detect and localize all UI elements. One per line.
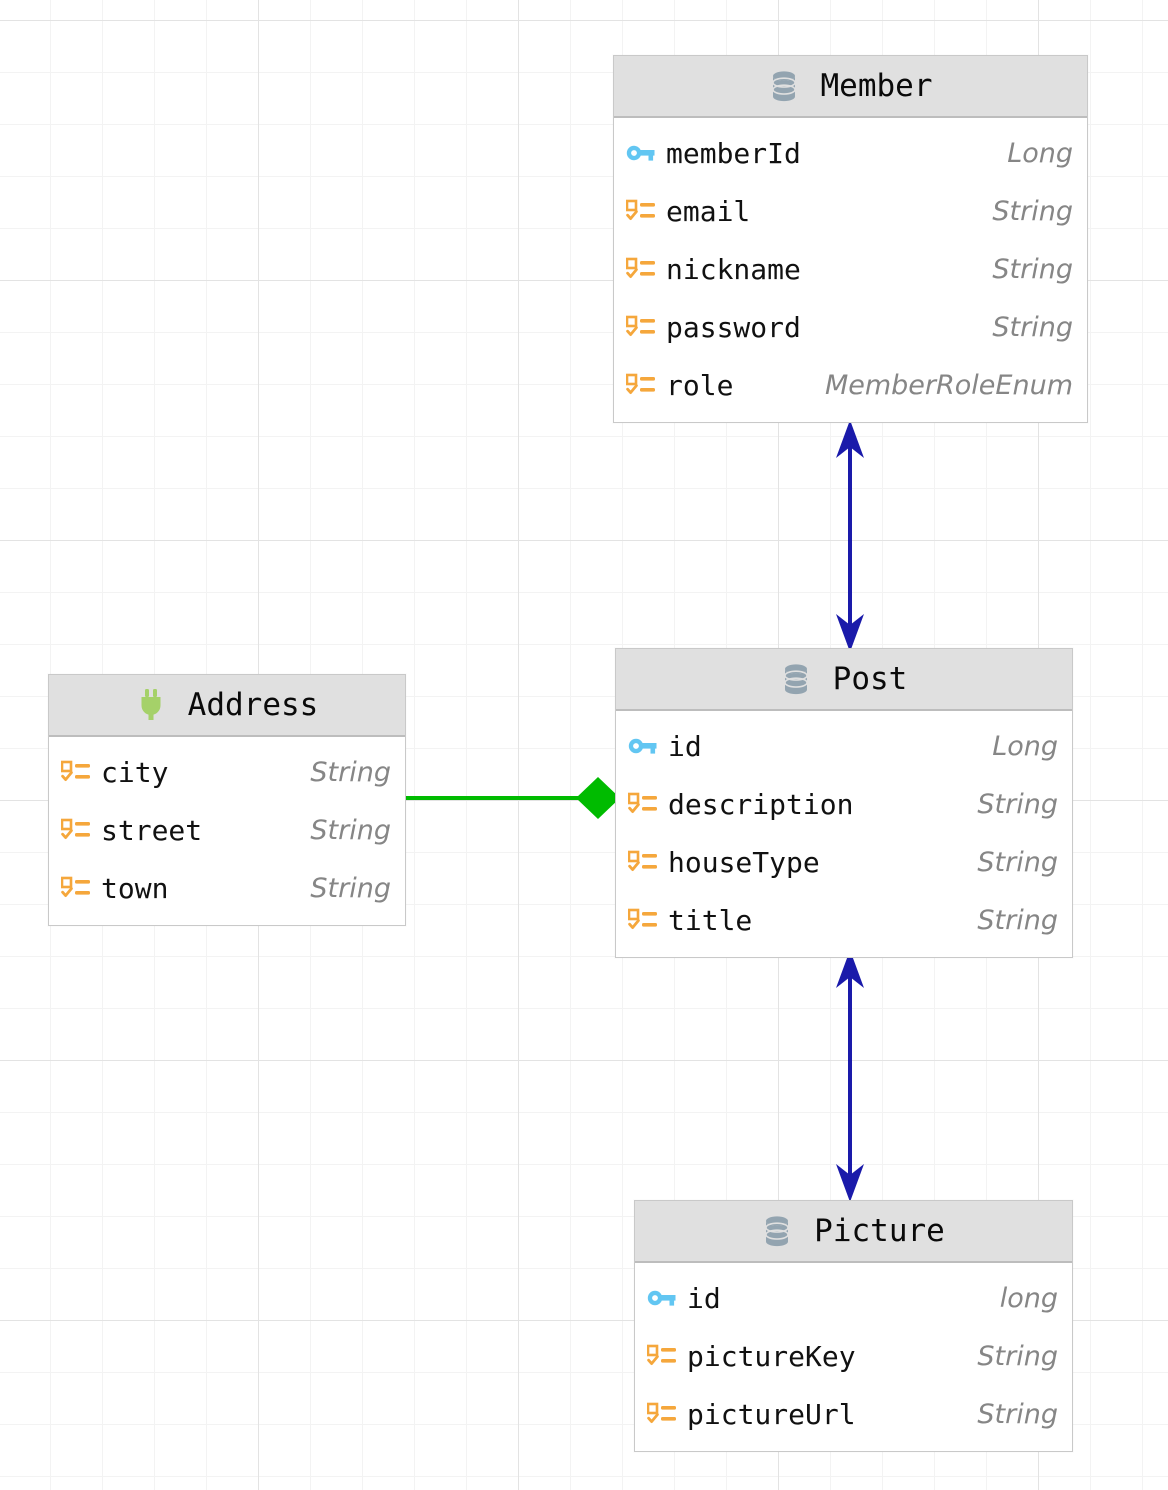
attribute-row[interactable]: role MemberRoleEnum (614, 356, 1087, 414)
attribute-icon (61, 760, 91, 784)
attribute-type: Long (1007, 137, 1073, 169)
entity-header-address[interactable]: Address (49, 675, 405, 737)
attribute-name: id (668, 729, 702, 763)
plug-icon (136, 689, 166, 720)
attribute-name: town (101, 871, 169, 905)
key-icon (628, 734, 658, 758)
attribute-name: password (666, 310, 801, 344)
attribute-icon (628, 850, 658, 874)
attribute-type: String (977, 1398, 1058, 1430)
attribute-row[interactable]: town String (49, 859, 405, 917)
attribute-row[interactable]: city String (49, 743, 405, 801)
attribute-row[interactable]: nickname String (614, 240, 1087, 298)
attribute-name: houseType (668, 845, 820, 879)
entity-header-picture[interactable]: Picture (635, 1201, 1072, 1263)
database-icon (762, 1216, 792, 1247)
attribute-row[interactable]: id Long (616, 717, 1072, 775)
key-icon (626, 141, 656, 165)
attribute-icon (628, 908, 658, 932)
attribute-row[interactable]: houseType String (616, 833, 1072, 891)
attribute-name: email (666, 194, 751, 228)
attribute-row[interactable]: pictureKey String (635, 1327, 1072, 1385)
entity-header-member[interactable]: Member (614, 56, 1087, 118)
attribute-icon (626, 373, 656, 397)
attribute-icon (647, 1402, 677, 1426)
attribute-name: description (668, 787, 854, 821)
attribute-icon (61, 818, 91, 842)
attribute-name: nickname (666, 252, 801, 286)
attribute-type: String (977, 846, 1058, 878)
attribute-icon (647, 1344, 677, 1368)
attribute-type: String (977, 904, 1058, 936)
entity-title: Address (187, 687, 319, 723)
attribute-icon (626, 315, 656, 339)
attribute-type: MemberRoleEnum (824, 369, 1073, 401)
relationship-post-picture[interactable] (820, 950, 880, 1202)
attribute-type: String (992, 195, 1073, 227)
attribute-row[interactable]: memberId Long (614, 124, 1087, 182)
attribute-row[interactable]: id long (635, 1269, 1072, 1327)
attribute-name: role (666, 368, 734, 402)
attribute-type: String (310, 814, 391, 846)
attribute-row[interactable]: description String (616, 775, 1072, 833)
entity-header-post[interactable]: Post (616, 649, 1072, 711)
attribute-icon (61, 876, 91, 900)
attribute-type: String (310, 756, 391, 788)
attribute-type: long (999, 1282, 1058, 1314)
relationship-address-post[interactable] (404, 776, 620, 820)
database-icon (781, 664, 811, 695)
entity-title: Picture (814, 1213, 945, 1249)
attribute-name: memberId (666, 136, 801, 170)
attribute-type: String (992, 253, 1073, 285)
relationship-member-post[interactable] (820, 420, 880, 652)
attribute-row[interactable]: password String (614, 298, 1087, 356)
attribute-name: city (101, 755, 169, 789)
entity-title: Member (820, 68, 933, 104)
attribute-icon (628, 792, 658, 816)
attribute-icon (626, 257, 656, 281)
entity-title: Post (832, 661, 908, 697)
attribute-name: pictureKey (687, 1339, 856, 1373)
attribute-icon (626, 199, 656, 223)
attribute-type: Long (992, 730, 1058, 762)
attribute-type: String (977, 1340, 1058, 1372)
attribute-row[interactable]: pictureUrl String (635, 1385, 1072, 1443)
attribute-name: title (668, 903, 753, 937)
attribute-row[interactable]: email String (614, 182, 1087, 240)
attribute-name: id (687, 1281, 721, 1315)
attribute-row[interactable]: title String (616, 891, 1072, 949)
database-icon (769, 71, 799, 102)
attribute-row[interactable]: street String (49, 801, 405, 859)
attribute-name: street (101, 813, 203, 847)
attribute-name: pictureUrl (687, 1397, 856, 1431)
key-icon (647, 1286, 677, 1310)
attribute-type: String (310, 872, 391, 904)
attribute-type: String (992, 311, 1073, 343)
attribute-type: String (977, 788, 1058, 820)
